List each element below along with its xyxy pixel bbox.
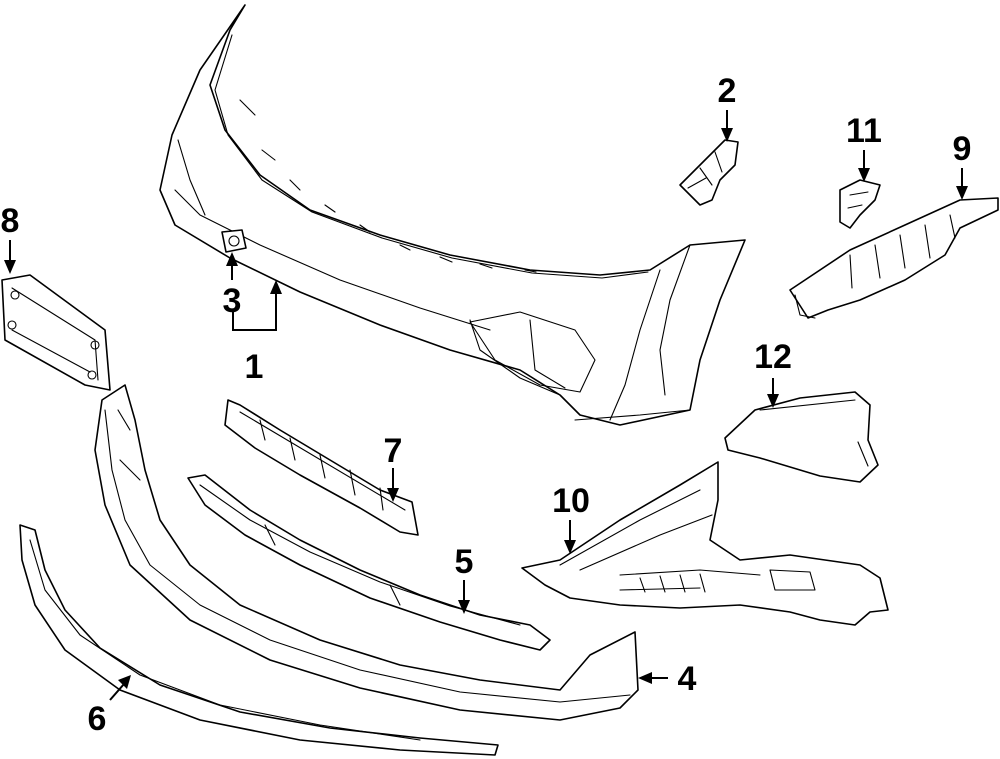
part-1-bumper-cover[interactable] xyxy=(159,4,746,426)
part-2-bracket[interactable] xyxy=(679,139,739,206)
callout-11: 11 xyxy=(846,112,882,150)
leader-lines xyxy=(4,110,968,701)
part-6-trim-strip[interactable] xyxy=(19,524,499,756)
callout-3: 3 xyxy=(223,282,242,320)
callout-1: 1 xyxy=(245,348,264,386)
callout-2: 2 xyxy=(718,72,737,110)
callout-4: 4 xyxy=(678,660,697,698)
callout-5: 5 xyxy=(455,543,474,581)
part-8-license-bracket[interactable] xyxy=(1,274,111,391)
callout-8: 8 xyxy=(1,202,20,240)
part-10-side-bracket[interactable] xyxy=(521,461,889,626)
part-4-lower-valance[interactable] xyxy=(94,384,639,721)
part-7-grille[interactable] xyxy=(224,399,419,536)
callout-labels: 1 2 3 4 5 6 7 8 9 10 11 12 xyxy=(1,72,972,738)
part-5-lower-grille[interactable] xyxy=(187,474,551,651)
callout-12: 12 xyxy=(754,338,792,376)
part-11-bracket[interactable] xyxy=(839,179,881,229)
callout-7: 7 xyxy=(384,432,403,470)
part-9-mounting-bracket[interactable] xyxy=(789,197,999,319)
part-3-clip[interactable] xyxy=(221,229,247,253)
callout-10: 10 xyxy=(552,482,590,520)
part-12-cover[interactable] xyxy=(724,391,879,483)
callout-6: 6 xyxy=(88,700,107,738)
callout-9: 9 xyxy=(953,130,972,168)
